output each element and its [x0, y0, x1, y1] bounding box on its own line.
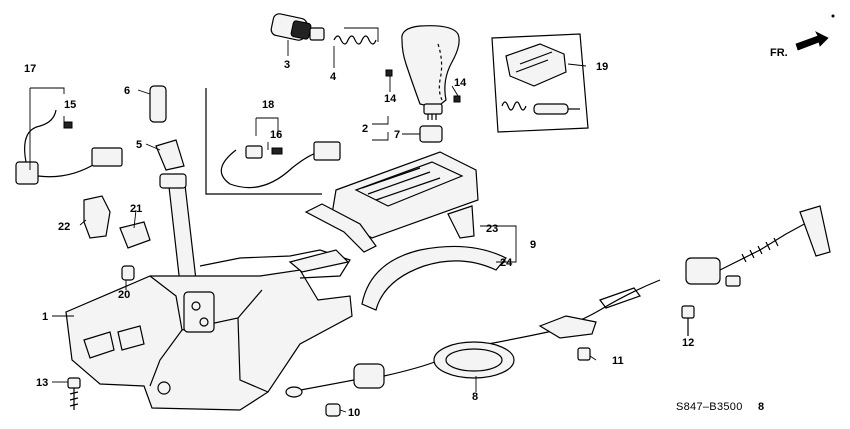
part-3-solenoid: [270, 13, 325, 41]
callout-23: 23: [486, 223, 498, 235]
part-17-harness: [15, 87, 123, 185]
callout-22: 22: [58, 221, 70, 233]
part-5-rod: [155, 139, 185, 171]
part-11-nut: [577, 347, 591, 361]
part-7-knob-insert: [419, 125, 443, 143]
part-1-shift-lever-assembly: [65, 173, 353, 411]
callout-13: 13: [36, 377, 48, 389]
part-23-indicator-panel: [304, 151, 479, 253]
callout-4: 4: [330, 71, 337, 83]
callout-10: 10: [348, 407, 360, 419]
callout-16: 16: [270, 129, 282, 141]
callout-17: 17: [24, 63, 36, 75]
callout-14: 14: [454, 77, 467, 89]
part-21-bracket: [119, 221, 151, 249]
diagram-code-suffix: 8: [758, 401, 764, 413]
part-2-shift-knob: [401, 25, 460, 120]
callout-19: 19: [596, 61, 608, 73]
callout-21: 21: [130, 203, 142, 215]
part-6-pin: [149, 85, 167, 123]
leader-lines: [29, 40, 689, 413]
front-arrow-icon: [795, 31, 829, 51]
callout-2: 2: [362, 123, 368, 135]
part-24-indicator-cover: [361, 245, 507, 311]
part-18-wire: [205, 88, 341, 195]
callout-7: 7: [394, 129, 400, 141]
diagram-code: S847–B3500: [676, 401, 743, 413]
callout-9: 9: [530, 239, 536, 251]
part-20-bushing: [121, 265, 135, 281]
front-direction-indicator: FR.: [770, 31, 829, 59]
callout-1: 1: [42, 311, 48, 323]
callout-18: 18: [262, 99, 274, 111]
part-4-spring: [333, 27, 379, 45]
callout-20: 20: [118, 289, 130, 301]
front-direction-label: FR.: [770, 47, 788, 59]
callout-3: 3: [284, 59, 290, 71]
callout-24: 24: [500, 257, 513, 269]
part-10-nut: [325, 403, 341, 417]
callout-labels: 3 4 14 14 2 7 19 17 15 6 5 18 16 22 21 2…: [24, 59, 694, 419]
callout-14: 14: [384, 93, 397, 105]
part-13-bolt: [67, 377, 81, 410]
callout-8: 8: [472, 391, 478, 403]
callout-15: 15: [64, 99, 76, 111]
callout-11: 11: [612, 355, 624, 367]
part-22-switch: [83, 195, 111, 239]
callout-6: 6: [124, 85, 130, 97]
callout-5: 5: [136, 139, 142, 151]
part-19-group: [491, 33, 589, 133]
part-14-screw: [385, 69, 461, 103]
part-8-shift-cable: [285, 205, 831, 398]
callout-12: 12: [682, 337, 694, 349]
